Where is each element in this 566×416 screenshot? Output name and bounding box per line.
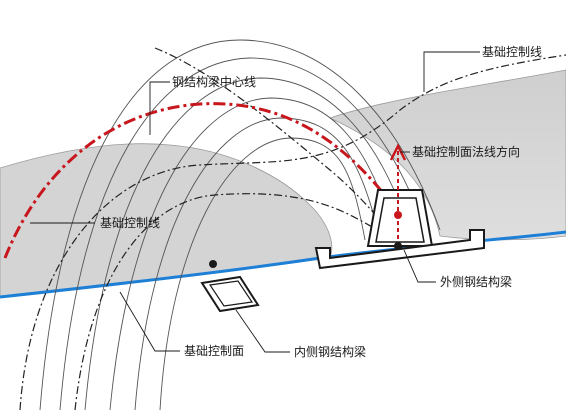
- arch-curves: [39, 39, 441, 411]
- point-black-right: [394, 242, 402, 250]
- control-line-back: [19, 54, 566, 411]
- point-red: [394, 211, 402, 219]
- label-left-control-line: 基础控制线: [100, 216, 161, 230]
- label-outer-beam: 外侧钢结构梁: [440, 275, 513, 289]
- beam-centerline: [3, 102, 402, 259]
- leader-lines: [30, 51, 480, 353]
- front-surface: [0, 143, 333, 297]
- control-line-front: [74, 193, 406, 411]
- label-control-surface: 基础控制面: [184, 344, 245, 358]
- label-beam-centerline: 钢结构梁中心线: [172, 75, 257, 89]
- inner-steel-beam: [200, 275, 260, 313]
- normal-arrow-head: [389, 143, 407, 161]
- label-inner-beam: 内侧钢结构梁: [294, 345, 367, 359]
- label-normal-direction: 基础控制面法线方向: [412, 145, 521, 159]
- point-black-left: [209, 260, 217, 268]
- label-top-right-control-line: 基础控制线: [482, 45, 543, 59]
